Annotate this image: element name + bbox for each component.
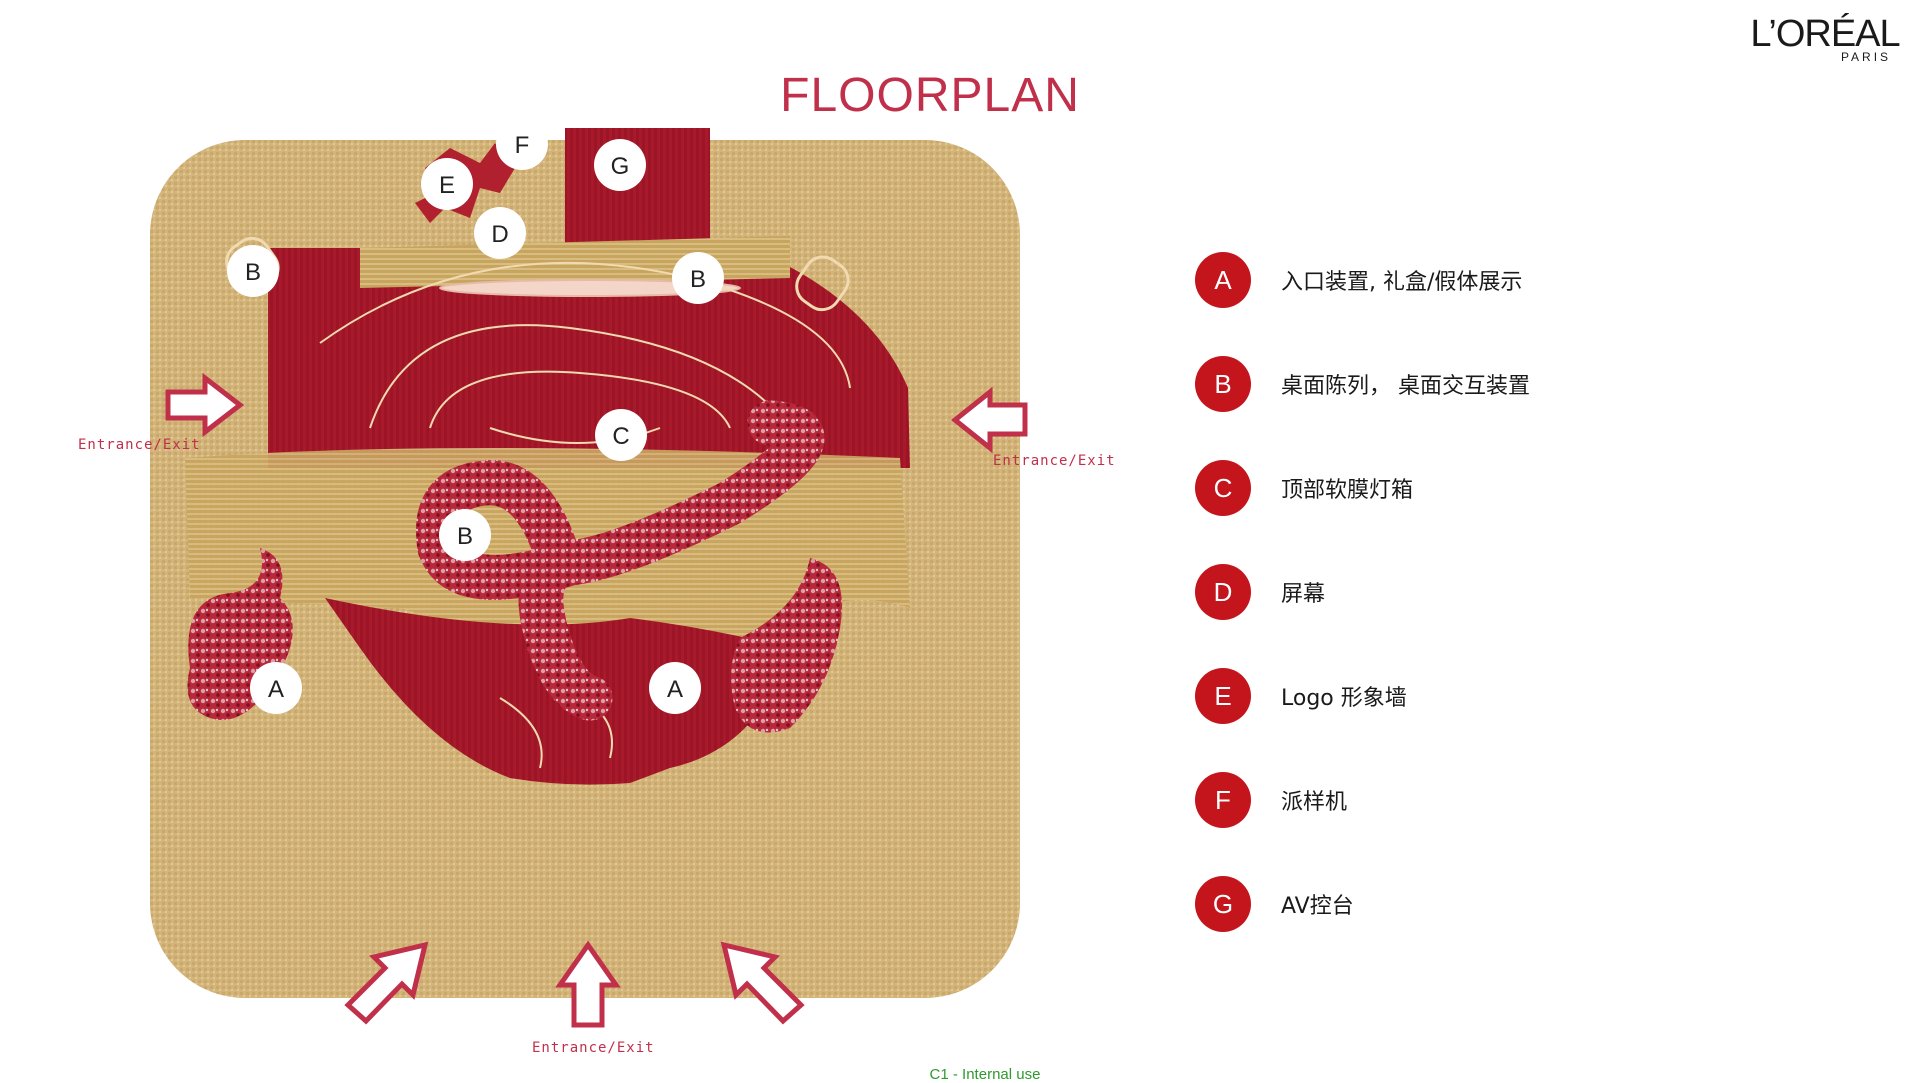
svg-text:B: B — [245, 259, 261, 286]
marker-b-center: B — [439, 509, 491, 561]
logo-wordmark: L’ORÉAL — [1750, 13, 1900, 55]
entrance-label-left: Entrance/Exit — [78, 437, 201, 453]
legend-badge: B — [1195, 356, 1251, 412]
marker-b-right: B — [672, 252, 724, 304]
svg-text:A: A — [268, 676, 284, 703]
legend-text: AV控台 — [1281, 894, 1354, 919]
page-title: FLOORPLAN — [780, 69, 1080, 122]
legend-badge: G — [1195, 876, 1251, 932]
marker-d: D — [474, 207, 526, 259]
legend-item: C 顶部软膜灯箱 — [1195, 436, 1530, 540]
legend-text: 派样机 — [1281, 790, 1348, 815]
legend-item: B 桌面陈列， 桌面交互装置 — [1195, 332, 1530, 436]
legend-item: A 入口装置, 礼盒/假体展示 — [1195, 228, 1530, 332]
svg-text:A: A — [667, 676, 683, 703]
legend-item: E Logo 形象墙 — [1195, 644, 1530, 748]
marker-a-right: A — [649, 662, 701, 714]
legend-item: F 派样机 — [1195, 748, 1530, 852]
legend: A 入口装置, 礼盒/假体展示 B 桌面陈列， 桌面交互装置 C 顶部软膜灯箱 … — [1195, 228, 1530, 956]
marker-g: G — [594, 139, 646, 191]
svg-text:B: B — [457, 523, 473, 550]
tower-f — [565, 128, 710, 243]
screen-d — [439, 279, 741, 297]
marker-c: C — [595, 409, 647, 461]
legend-badge: A — [1195, 252, 1251, 308]
legend-badge: C — [1195, 460, 1251, 516]
legend-badge: D — [1195, 564, 1251, 620]
ribbon-sculpture — [416, 400, 825, 721]
upper-stage — [268, 248, 910, 468]
svg-text:G: G — [611, 153, 630, 180]
classification-label: C1 - Internal use — [929, 1066, 1041, 1083]
svg-text:F: F — [515, 132, 530, 159]
legend-text: 桌面陈列， 桌面交互装置 — [1281, 374, 1530, 399]
legend-badge: F — [1195, 772, 1251, 828]
legend-badge: E — [1195, 668, 1251, 724]
svg-text:C: C — [612, 423, 629, 450]
legend-text: 入口装置, 礼盒/假体展示 — [1281, 270, 1523, 295]
marker-b-left: B — [227, 245, 279, 297]
legend-item: D 屏幕 — [1195, 540, 1530, 644]
legend-item: G AV控台 — [1195, 852, 1530, 956]
svg-text:D: D — [491, 221, 508, 248]
svg-text:B: B — [690, 266, 706, 293]
entrance-label-bottom: Entrance/Exit — [532, 1040, 655, 1056]
legend-text: Logo 形象墙 — [1281, 686, 1407, 711]
svg-text:E: E — [439, 172, 455, 199]
logo-subtext: PARIS — [1840, 50, 1892, 64]
marker-e: E — [421, 158, 473, 210]
sequin-right — [731, 558, 842, 733]
loreal-logo: L’ORÉAL PARIS — [1735, 12, 1915, 64]
legend-text: 屏幕 — [1281, 582, 1326, 607]
floorplan-illustration: F G E D B B C B A A — [150, 128, 1020, 998]
legend-text: 顶部软膜灯箱 — [1281, 478, 1414, 503]
entrance-label-right: Entrance/Exit — [993, 453, 1116, 469]
marker-f: F — [496, 128, 548, 170]
marker-a-left: A — [250, 662, 302, 714]
